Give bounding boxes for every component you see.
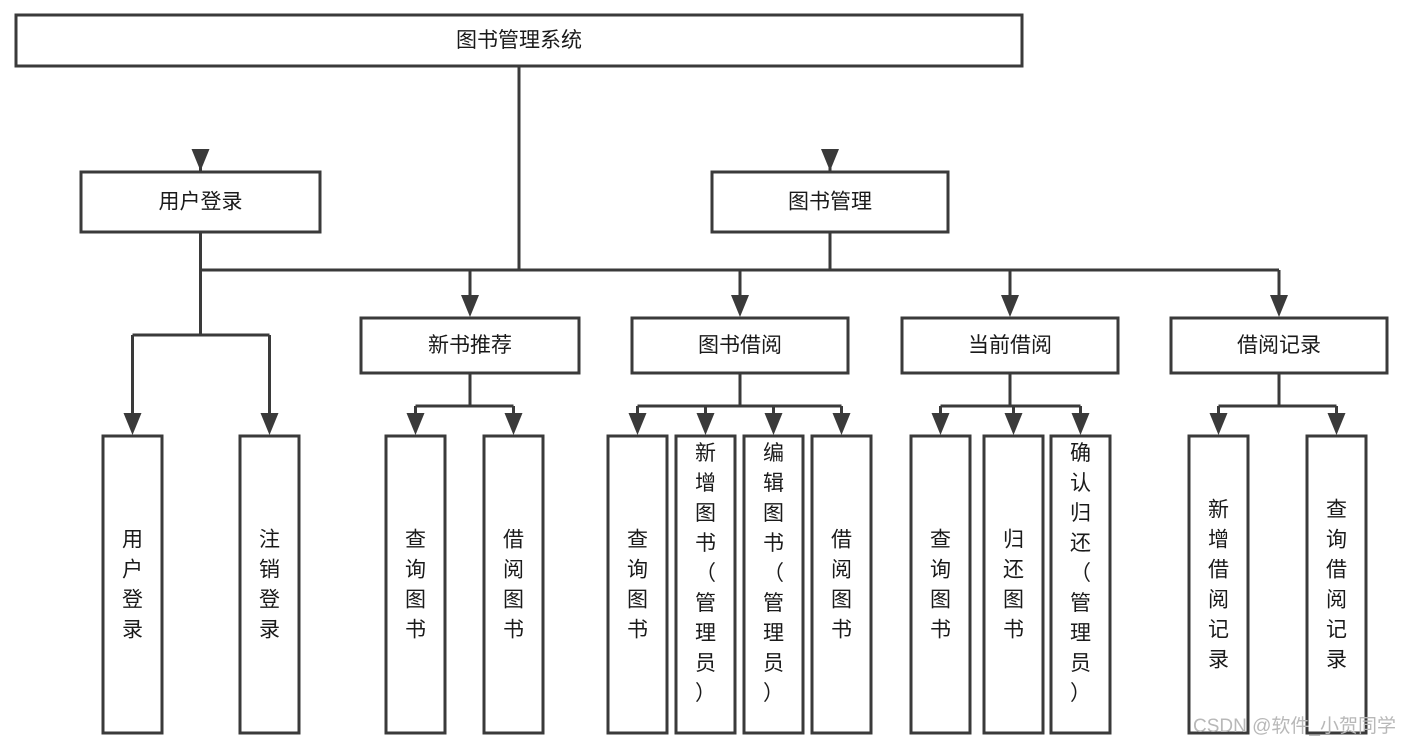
arrow-head-icon [191, 149, 210, 171]
arrow-head-icon [504, 413, 523, 435]
node-leaf-borrow-book-1[interactable]: 借阅图书 [482, 434, 545, 735]
node-leaf-user-login-box [101, 434, 164, 735]
node-leaf-add-book-box [674, 434, 737, 735]
node-book-manage-label: 图书管理 [788, 191, 872, 214]
node-leaf-query-book-3-label: 查询图书 [930, 529, 951, 642]
node-leaf-borrow-book-1-box [482, 434, 545, 735]
csdn-watermark: CSDN @软件_小贺同学 [1193, 715, 1396, 737]
node-leaf-query-book-2-box [606, 434, 669, 735]
node-leaf-query-book-1-box [384, 434, 447, 735]
node-leaf-logout-box [238, 434, 301, 735]
node-book-borrow-box [630, 316, 850, 375]
node-leaf-logout-label: 注销登录 [259, 529, 280, 642]
node-current-borrow-label: 当前借阅 [968, 334, 1052, 357]
node-book-manage[interactable]: 图书管理 [710, 170, 950, 234]
node-leaf-query-record-box [1305, 434, 1368, 735]
edge-group-book-borrow [628, 373, 851, 435]
arrow-head-icon [696, 413, 715, 435]
node-root-system-label: 图书管理系统 [456, 29, 582, 52]
node-leaf-query-book-1[interactable]: 查询图书 [384, 434, 447, 735]
node-user-login-box [79, 170, 322, 234]
node-leaf-query-book-2-label: 查询图书 [627, 529, 648, 642]
arrow-head-icon [1270, 295, 1288, 317]
edge-group-root [191, 66, 839, 272]
arrow-head-icon [123, 413, 142, 435]
node-leaf-edit-book-box [742, 434, 805, 735]
node-borrow-record[interactable]: 借阅记录 [1169, 316, 1389, 375]
node-root-system[interactable]: 图书管理系统 [14, 13, 1024, 68]
node-leaf-add-book[interactable]: 新增图书（管理员） [674, 434, 737, 735]
node-leaf-edit-book[interactable]: 编辑图书（管理员） [742, 434, 805, 735]
node-book-borrow-label: 图书借阅 [698, 334, 782, 357]
node-leaf-query-book-3[interactable]: 查询图书 [909, 434, 972, 735]
node-leaf-user-login-label: 用户登录 [122, 529, 143, 642]
node-current-borrow[interactable]: 当前借阅 [900, 316, 1120, 375]
edge-group-borrow-record [1209, 373, 1346, 435]
arrow-head-icon [1001, 295, 1019, 317]
arrow-head-icon [1071, 413, 1090, 435]
arrow-head-icon [731, 295, 749, 317]
node-leaf-return-book-box [982, 434, 1045, 735]
node-leaf-query-book-1-label: 查询图书 [405, 529, 426, 642]
node-user-login-label: 用户登录 [159, 191, 243, 214]
arrow-head-icon [1004, 413, 1023, 435]
node-book-manage-box [710, 170, 950, 234]
node-new-book-rec[interactable]: 新书推荐 [359, 316, 581, 375]
node-leaf-user-login[interactable]: 用户登录 [101, 434, 164, 735]
arrow-head-icon [406, 413, 425, 435]
node-borrow-record-label: 借阅记录 [1237, 334, 1321, 357]
edge-group-book-manage [461, 232, 1288, 317]
arrow-head-icon [931, 413, 950, 435]
edge-group-new-book-rec [406, 373, 523, 435]
connectors-layer [123, 66, 1346, 435]
node-root-system-box [14, 13, 1024, 68]
arrow-head-icon [832, 413, 851, 435]
node-leaf-logout[interactable]: 注销登录 [238, 434, 301, 735]
node-leaf-query-book-3-box [909, 434, 972, 735]
node-leaf-borrow-book-2[interactable]: 借阅图书 [810, 434, 873, 735]
arrow-head-icon [1209, 413, 1228, 435]
node-current-borrow-box [900, 316, 1120, 375]
arrow-head-icon [628, 413, 647, 435]
node-leaf-add-record-box [1187, 434, 1250, 735]
node-leaf-confirm-ret-box [1049, 434, 1112, 735]
node-leaf-add-record-label: 新增借阅记录 [1208, 499, 1229, 672]
node-user-login[interactable]: 用户登录 [79, 170, 322, 234]
node-leaf-edit-book-label: 编辑图书（管理员） [763, 442, 784, 705]
node-borrow-record-box [1169, 316, 1389, 375]
arrow-head-icon [821, 149, 839, 171]
node-leaf-query-book-2[interactable]: 查询图书 [606, 434, 669, 735]
node-leaf-query-record-label: 查询借阅记录 [1326, 499, 1347, 672]
node-book-borrow[interactable]: 图书借阅 [630, 316, 850, 375]
arrow-head-icon [1327, 413, 1346, 435]
node-leaf-borrow-book-2-box [810, 434, 873, 735]
nodes-layer: 图书管理系统用户登录图书管理新书推荐图书借阅当前借阅借阅记录用户登录注销登录查询… [14, 13, 1389, 735]
arrow-head-icon [461, 295, 479, 317]
arrow-head-icon [260, 413, 279, 435]
node-leaf-borrow-book-1-label: 借阅图书 [503, 529, 524, 642]
node-leaf-confirm-ret-label: 确认归还（管理员） [1070, 442, 1091, 705]
node-leaf-confirm-ret[interactable]: 确认归还（管理员） [1049, 434, 1112, 735]
node-new-book-rec-label: 新书推荐 [428, 334, 512, 357]
edge-group-current-borrow [931, 373, 1090, 435]
node-leaf-return-book[interactable]: 归还图书 [982, 434, 1045, 735]
node-leaf-query-record[interactable]: 查询借阅记录 [1305, 434, 1368, 735]
node-leaf-borrow-book-2-label: 借阅图书 [831, 529, 852, 642]
edge-group-user-login [123, 232, 279, 435]
node-leaf-add-book-label: 新增图书（管理员） [695, 442, 716, 705]
node-new-book-rec-box [359, 316, 581, 375]
arrow-head-icon [764, 413, 783, 435]
node-leaf-return-book-label: 归还图书 [1003, 529, 1024, 642]
node-leaf-add-record[interactable]: 新增借阅记录 [1187, 434, 1250, 735]
